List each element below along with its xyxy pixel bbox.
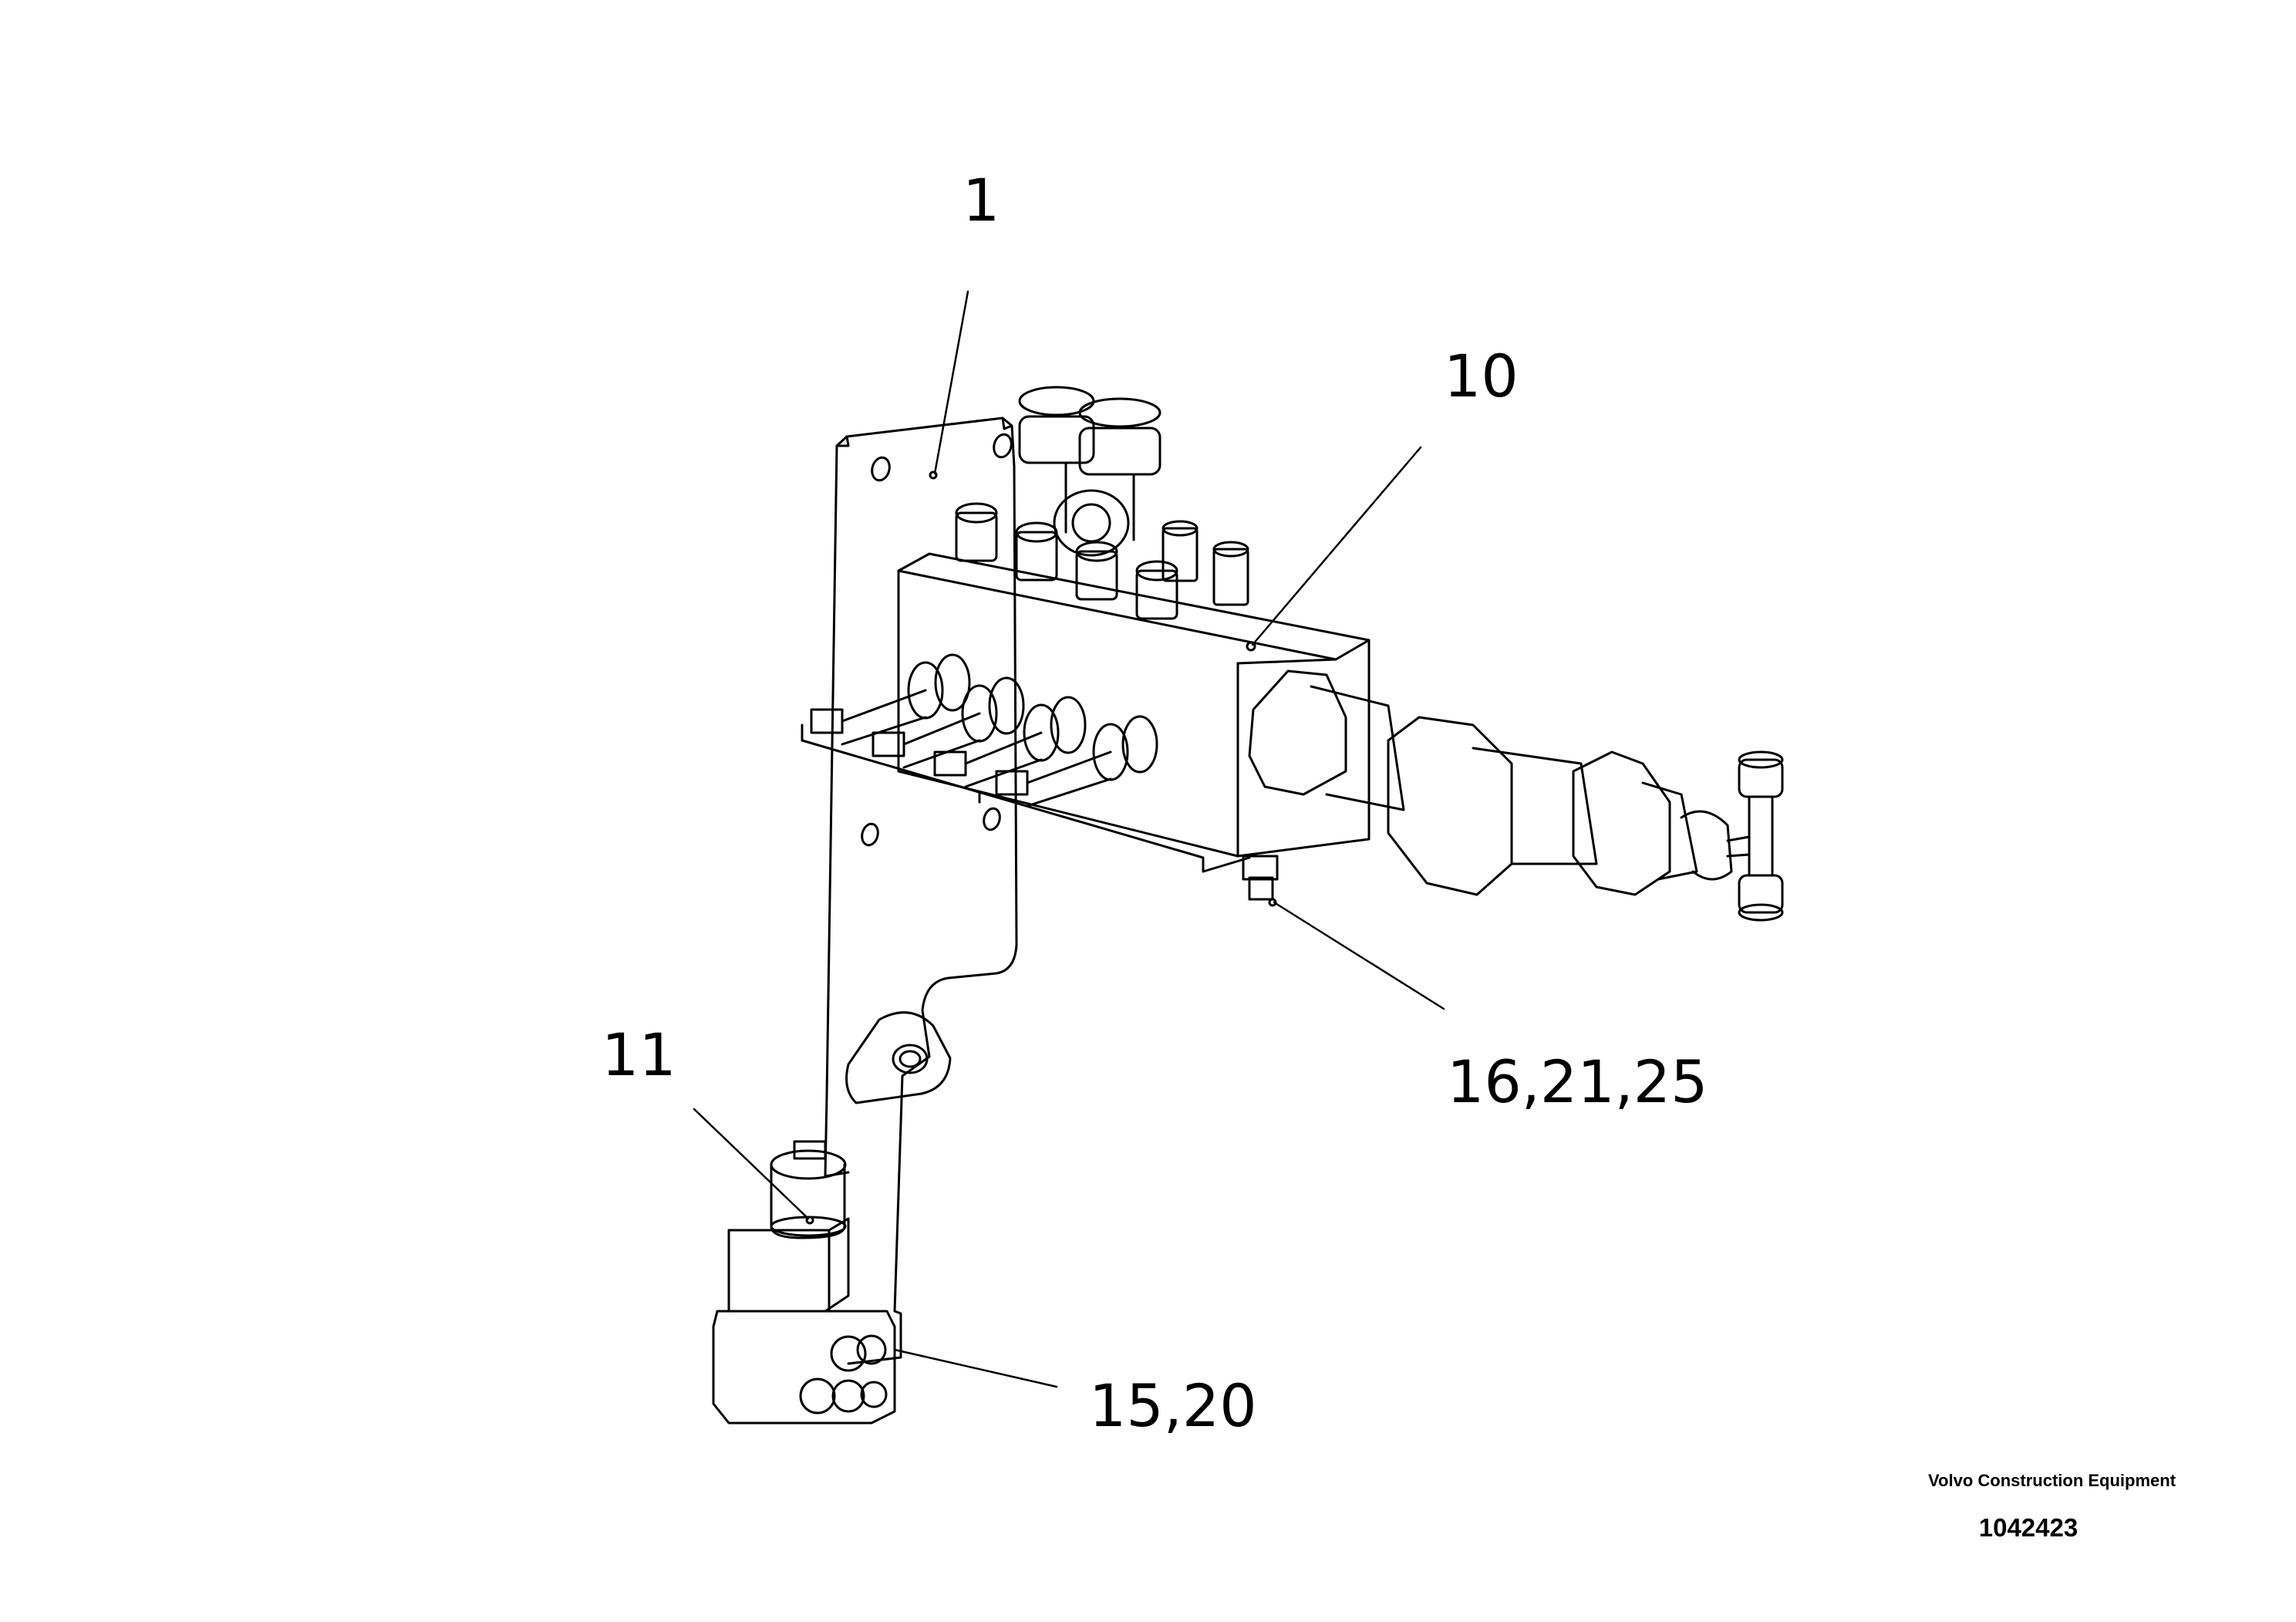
leader-lines <box>693 290 1445 1388</box>
company-name: Volvo Construction Equipment <box>1928 1471 2176 1490</box>
leader-line-15-20 <box>893 1348 1058 1388</box>
callout-part-10: 10 <box>1444 342 1519 410</box>
callout-parts-15-20: 15,20 <box>1089 1371 1257 1440</box>
valve-block <box>801 552 1371 907</box>
leader-line-10 <box>1251 446 1422 646</box>
front-fittings <box>810 653 1158 808</box>
leader-line-16-21-25 <box>1273 901 1445 1010</box>
callout-part-11: 11 <box>602 1020 676 1089</box>
callout-part-1: 1 <box>963 166 1000 234</box>
leader-line-11 <box>693 1108 810 1220</box>
drawing-number: 1042423 <box>1978 1513 2079 1542</box>
solenoid-valve <box>712 1140 896 1425</box>
leader-line-1 <box>933 290 969 475</box>
cartridge-valve <box>1248 669 1784 922</box>
top-fittings <box>955 386 1249 620</box>
callout-parts-16-21-25: 16,21,25 <box>1447 1047 1708 1116</box>
